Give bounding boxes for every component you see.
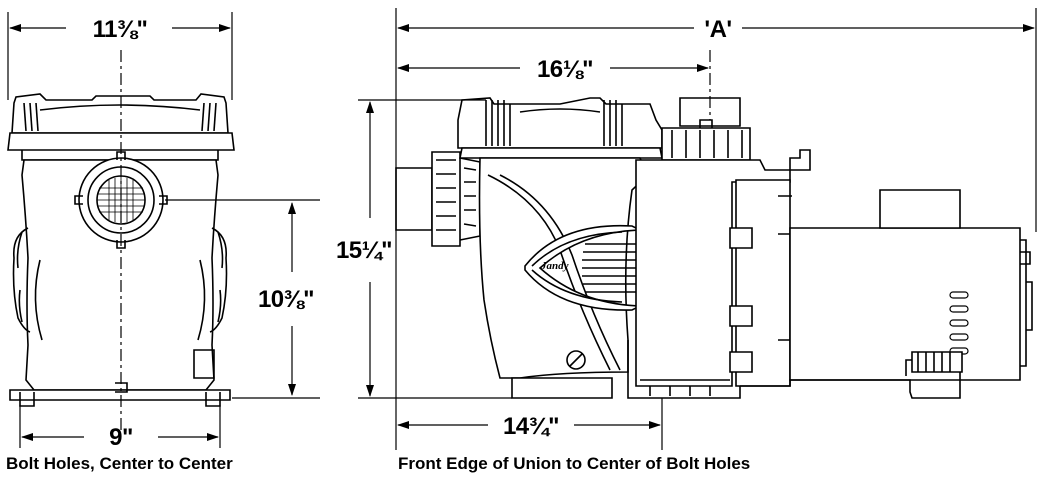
union-to-bolts-label: 14¾"	[503, 413, 559, 440]
end-view-dimensions	[7, 12, 320, 448]
side-view-dimensions	[358, 8, 1037, 450]
port-height-label: 10⅜"	[258, 286, 314, 313]
left-caption: Bolt Holes, Center to Center	[6, 454, 233, 473]
overall-height-label: 15¼"	[336, 237, 392, 264]
right-caption: Front Edge of Union to Center of Bolt Ho…	[398, 454, 750, 473]
top-width-label: 11⅜"	[93, 16, 148, 43]
side-view-pump	[395, 97, 1033, 399]
union-to-pot-label: 16⅛"	[537, 56, 593, 83]
bolt-spacing-label: 9"	[109, 424, 133, 451]
brand-logo: Jandy	[540, 260, 569, 272]
end-view-pump	[7, 93, 235, 407]
overall-length-label: 'A'	[704, 16, 731, 43]
